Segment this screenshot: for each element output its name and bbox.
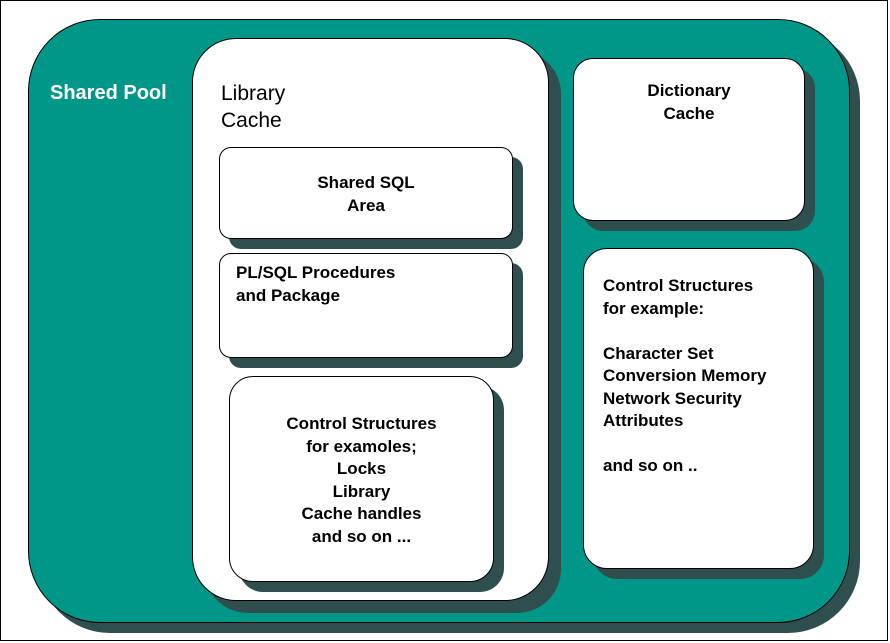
pool-control-line <box>603 320 766 343</box>
pool-control-structures-text: Control Structures for example: Characte… <box>603 275 766 478</box>
shared-sql-area-text: Shared SQL Area <box>219 172 513 217</box>
pool-control-structures-box <box>583 248 814 569</box>
library-control-structures-text: Control Structures for examoles; Locks L… <box>229 413 494 548</box>
plsql-procedures-text: PL/SQL Procedures and Package <box>236 262 395 307</box>
dictionary-cache-line: Cache <box>663 103 715 123</box>
library-control-line: Cache handles <box>301 504 422 523</box>
shared-sql-area-line: Area <box>347 195 385 215</box>
pool-control-line: and so on .. <box>603 456 698 475</box>
shared-pool-label: Shared Pool <box>50 82 167 104</box>
pool-control-line: Control Structures <box>603 276 754 295</box>
library-control-line: Locks <box>336 459 387 478</box>
library-control-line: Control Structures <box>286 414 437 433</box>
dictionary-cache-text: Dictionary Cache <box>573 80 805 125</box>
dictionary-cache-line: Dictionary <box>647 81 731 100</box>
pool-control-line: Conversion Memory <box>603 366 767 385</box>
library-cache-title-line: Library <box>221 82 286 105</box>
library-cache-title-line: Cache <box>221 109 282 132</box>
plsql-procedures-box <box>219 253 513 358</box>
library-control-line: Library <box>332 481 391 501</box>
library-control-structures-box <box>229 376 494 582</box>
pool-control-line <box>603 433 766 456</box>
pool-control-line: Attributes <box>603 411 684 430</box>
pool-control-line: Character Set <box>603 343 714 363</box>
pool-control-line: for example: <box>603 298 705 318</box>
dictionary-cache-box <box>573 58 805 221</box>
library-control-line: for examoles; <box>306 436 417 456</box>
plsql-procedures-line: PL/SQL Procedures <box>236 263 396 282</box>
library-cache-title: Library Cache <box>221 80 285 134</box>
pool-control-line: Network Security <box>603 388 742 408</box>
shared-sql-area-box <box>219 147 513 239</box>
plsql-procedures-line: and Package <box>236 285 340 305</box>
library-control-line: and so on ... <box>311 526 412 546</box>
shared-sql-area-line: Shared SQL <box>317 173 415 192</box>
